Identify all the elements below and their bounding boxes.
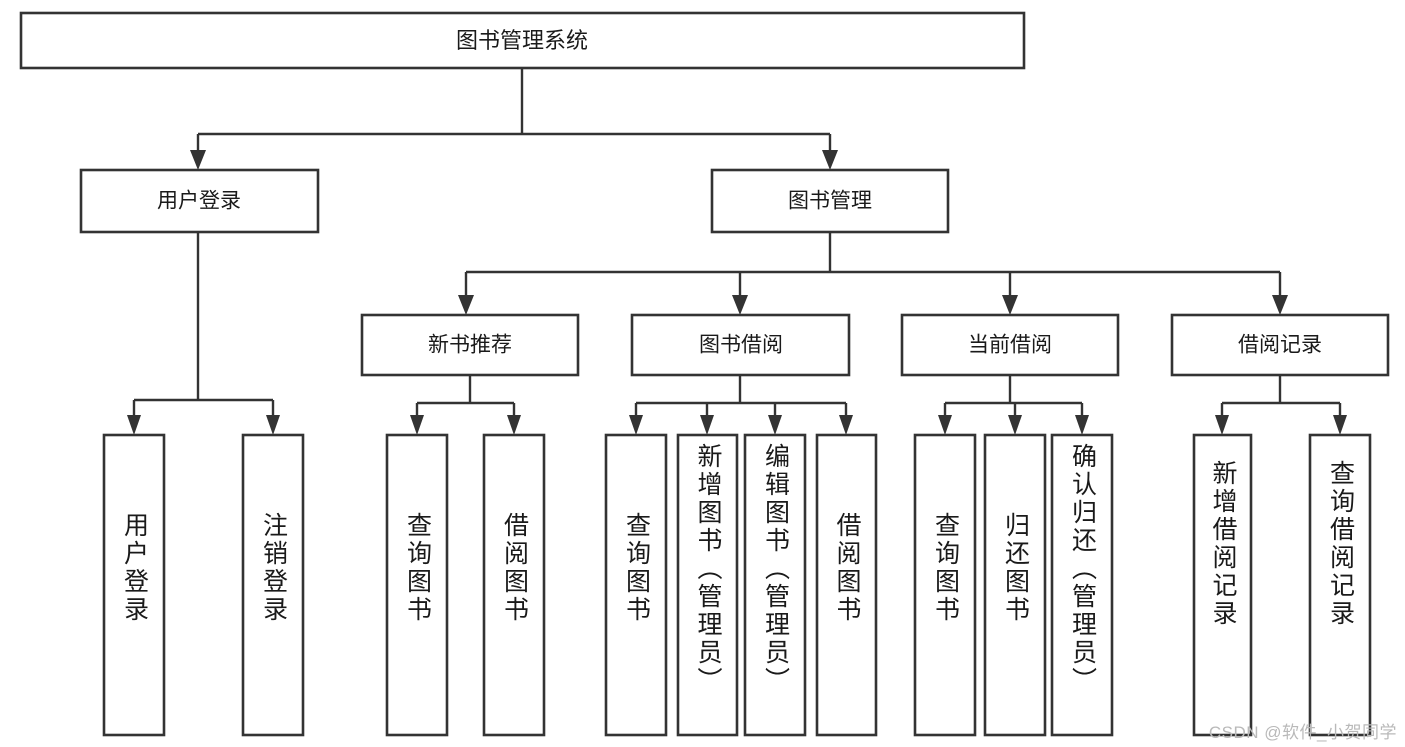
node-leaf-borrow-book-1-box[interactable]	[482, 433, 546, 737]
arrow-to-book-borrow	[732, 295, 748, 315]
node-leaf-user-login-box[interactable]	[102, 433, 166, 737]
arrow-to-current-borrow	[1002, 295, 1018, 315]
node-leaf-add-record-box[interactable]	[1192, 433, 1253, 737]
arrow-leaf-query-record	[1333, 415, 1347, 435]
node-borrow-record-label: 借阅记录	[1238, 334, 1322, 357]
node-book-borrow-box[interactable]	[630, 313, 851, 377]
node-current-borrow-box[interactable]	[900, 313, 1120, 377]
node-leaf-query-record-box[interactable]	[1308, 433, 1372, 737]
node-leaf-confirm-return-box[interactable]	[1050, 433, 1114, 737]
arrow-leaf-borrow-book-1	[507, 415, 521, 435]
node-leaf-add-book-box[interactable]	[676, 433, 739, 737]
arrow-leaf-logout	[266, 415, 280, 435]
edges-borrow-record-to-leaves	[1215, 375, 1347, 435]
arrow-leaf-edit-book	[768, 415, 782, 435]
node-borrow-record-box[interactable]	[1170, 313, 1390, 377]
edges-book-manage-to-level2	[458, 232, 1288, 315]
csdn-watermark: CSDN @软件_小贺同学	[1208, 723, 1397, 742]
arrow-leaf-add-record	[1215, 415, 1229, 435]
edges-root-to-level1	[190, 68, 838, 170]
node-book-manage-label: 图书管理	[788, 190, 872, 213]
node-leaf-query-book-1-box[interactable]	[385, 433, 449, 737]
arrow-leaf-return-book	[1008, 415, 1022, 435]
arrow-to-user-login	[190, 150, 206, 170]
arrow-to-book-manage	[822, 150, 838, 170]
node-root-label: 图书管理系统	[456, 28, 588, 53]
node-root-box[interactable]	[19, 11, 1026, 70]
node-leaf-return-book-box[interactable]	[983, 433, 1047, 737]
node-current-borrow-label: 当前借阅	[968, 334, 1052, 357]
node-leaf-query-book-2-box[interactable]	[604, 433, 668, 737]
node-leaf-query-book-3-box[interactable]	[913, 433, 977, 737]
node-leaf-edit-book-box[interactable]	[743, 433, 807, 737]
edges-book-borrow-to-leaves	[629, 375, 853, 435]
node-user-login-box[interactable]	[79, 168, 320, 234]
node-leaf-logout-box[interactable]	[241, 433, 305, 737]
node-leaf-borrow-book-2-box[interactable]	[815, 433, 878, 737]
arrow-to-borrow-record	[1272, 295, 1288, 315]
edges-current-borrow-to-leaves	[938, 375, 1089, 435]
arrow-leaf-confirm-return	[1075, 415, 1089, 435]
edges-user-login-to-leaves	[127, 232, 280, 435]
node-user-login-label: 用户登录	[157, 190, 241, 213]
node-book-borrow-label: 图书借阅	[699, 334, 783, 357]
edges-new-book-rec-to-leaves	[410, 375, 521, 435]
arrow-leaf-query-book-1	[410, 415, 424, 435]
arrow-leaf-query-book-2	[629, 415, 643, 435]
arrow-leaf-borrow-book-2	[839, 415, 853, 435]
arrow-leaf-add-book	[700, 415, 714, 435]
arrow-leaf-user-login	[127, 415, 141, 435]
arrow-to-new-book-rec	[458, 295, 474, 315]
node-book-manage-box[interactable]	[710, 168, 950, 234]
node-new-book-rec-box[interactable]	[360, 313, 580, 377]
node-new-book-rec-label: 新书推荐	[428, 334, 512, 357]
arrow-leaf-query-book-3	[938, 415, 952, 435]
